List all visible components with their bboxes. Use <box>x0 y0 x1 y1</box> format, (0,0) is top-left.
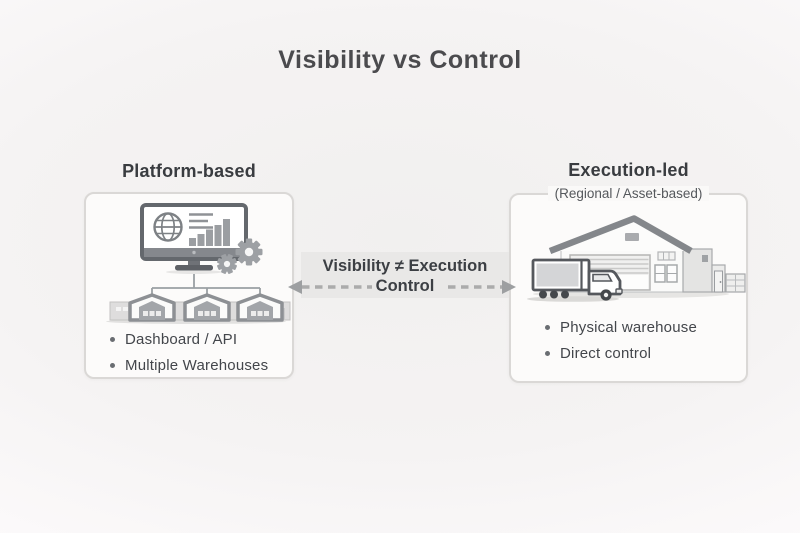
left-panel-card: Dashboard / API Multiple Warehouses <box>84 192 294 379</box>
upper-window-icon <box>657 251 676 261</box>
left-bullet-list: Dashboard / API Multiple Warehouses <box>110 329 268 381</box>
warehouse-row-icon <box>109 293 291 322</box>
gears-icon <box>217 238 263 274</box>
storage-boxes-icon <box>725 273 746 293</box>
bar-chart-icon <box>189 219 230 246</box>
connector-label-line2: Control <box>375 277 435 295</box>
connector-band: Visibility ≠ Execution Control <box>301 252 509 298</box>
connector-label-line1: Visibility ≠ Execution <box>322 257 488 275</box>
bullet-label: Dashboard / API <box>125 330 238 348</box>
warehouse-icon <box>236 293 284 322</box>
bullet-dot <box>110 362 115 368</box>
list-item: Direct control <box>545 343 697 363</box>
dashboard-text-lines <box>189 213 213 229</box>
bullet-label: Physical warehouse <box>560 318 698 336</box>
network-connector-lines <box>151 271 261 296</box>
arrow-left-icon <box>288 280 302 294</box>
right-panel-subheading: (Regional / Asset-based) <box>509 186 748 201</box>
bullet-label: Direct control <box>560 344 652 362</box>
window-icon <box>654 264 678 283</box>
warehouse-icon <box>183 293 231 322</box>
globe-icon <box>153 212 183 242</box>
subheading-text: (Regional / Asset-based) <box>547 186 710 201</box>
list-item: Physical warehouse <box>545 317 697 337</box>
warehouse-truck-illustration <box>527 215 746 302</box>
page-title: Visibility vs Control <box>278 46 522 74</box>
monitor-dashboard-icon <box>140 203 248 274</box>
right-panel-card: Physical warehouse Direct control <box>509 193 748 383</box>
right-bullet-list: Physical warehouse Direct control <box>545 317 697 369</box>
warehouse-icon <box>128 293 176 322</box>
bullet-label: Multiple Warehouses <box>125 356 269 374</box>
left-panel-heading: Platform-based <box>122 161 256 181</box>
bullet-dot <box>110 336 115 342</box>
double-arrow-icon <box>288 280 516 294</box>
delivery-truck-icon <box>527 258 623 302</box>
arrow-right-icon <box>502 280 516 294</box>
list-item: Multiple Warehouses <box>110 355 268 375</box>
list-item: Dashboard / API <box>110 329 268 349</box>
right-panel-heading: Execution-led <box>568 160 689 180</box>
bullet-dot <box>545 350 550 356</box>
platform-dashboard-illustration <box>106 203 291 324</box>
bullet-dot <box>545 324 550 330</box>
